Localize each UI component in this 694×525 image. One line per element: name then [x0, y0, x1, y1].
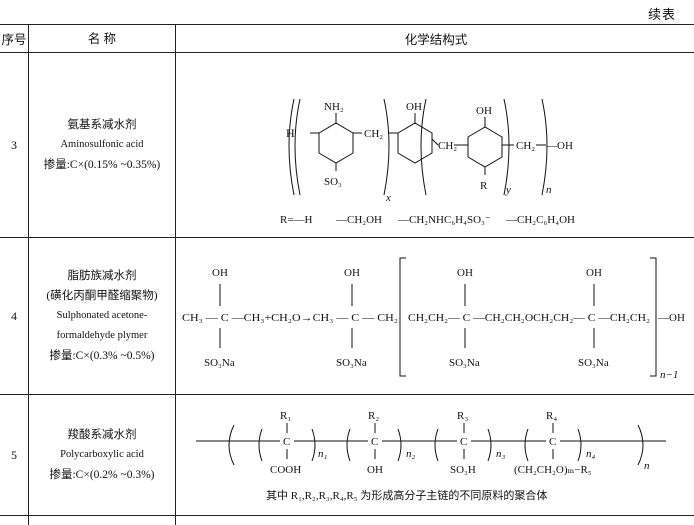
name-en-line2: formaldehyde plymer [29, 326, 175, 346]
bracket-left [400, 258, 406, 376]
col-header-no: 序号 [0, 25, 29, 53]
cooh-group: COOH [270, 464, 301, 476]
col-header-structure: 化学结构式 [176, 25, 694, 53]
name-en: Aminosulfonic acid [29, 135, 175, 155]
name-cn: 羧酸系减水剂 [29, 425, 175, 445]
r2-label: R₂ [368, 410, 379, 422]
name-cell: 脂肪族减水剂 (磺化丙酮甲醛缩聚物) Sulphonated acetone- … [29, 238, 176, 395]
polymer-note: 其中 R₁,R₂,R₃,R₄,R₅ 为形成高分子主链的不同原料的聚合体 [266, 488, 547, 502]
n2-subscript: n₂ [406, 448, 416, 460]
structure-cell: R₁ R₂ R₃ R₄ C C C C COOH OH SO₃H (CH₂CH₂… [176, 395, 694, 516]
structure-cell: OH OH OH OH CH₃ — C —CH₃+CH₂O→CH₃ — C — … [176, 238, 694, 395]
n1-subscript: n₁ [318, 448, 328, 460]
name-en-line1: Sulphonated acetone- [29, 306, 175, 326]
bracket-left-y [421, 99, 426, 195]
oh-group-1: OH [406, 101, 422, 113]
r1-label: R₁ [280, 410, 291, 422]
bracket-left-x [295, 99, 300, 195]
oh-4: OH [586, 267, 602, 279]
oh-2: OH [344, 267, 360, 279]
table-row: 4 脂肪族减水剂 (磺化丙酮甲醛缩聚物) Sulphonated acetone… [0, 238, 694, 395]
polyether-group: (CH₂CH₂O)ₘ−R₅ [514, 464, 592, 476]
acetone-formaldehyde-structure: OH OH OH OH CH₃ — C —CH₃+CH₂O→CH₃ — C — … [176, 238, 694, 394]
row-number: 4 [0, 238, 29, 395]
reaction-left: CH₃ — C —CH₃+CH₂O→CH₃ — C — CH₂ [182, 312, 398, 324]
ch2-bridge-3: CH₂ [516, 140, 535, 152]
n-subscript: n [546, 184, 552, 196]
aminosulfonic-structure: H NH₂ CH₂ SO₃ x OH CH₂ OH CH₂ —OH R y n … [176, 53, 694, 237]
table-row: 5 羧酸系减水剂 Polycarboxylic acid 掺量:C×(0.2% … [0, 395, 694, 516]
ch2-bridge-2: CH₂ [438, 140, 457, 152]
name-cn-detail: (磺化丙酮甲醛缩聚物) [29, 286, 175, 306]
oh-group: OH [367, 464, 383, 476]
col-header-name: 名 称 [29, 25, 176, 53]
r-definition: R=—H [280, 214, 313, 226]
y-subscript: y [505, 184, 511, 196]
n-minus-1-subscript: n−1 [660, 369, 678, 381]
benzene-ring-1 [319, 123, 353, 163]
oh-3: OH [457, 267, 473, 279]
n3-subscript: n₃ [496, 448, 506, 460]
so3na-3: SO₃Na [449, 357, 480, 369]
polycarboxylic-structure: R₁ R₂ R₃ R₄ C C C C COOH OH SO₃H (CH₂CH₂… [176, 395, 694, 515]
dosage: 掺量:C×(0.2% ~0.3%) [29, 465, 175, 485]
bracket-right [650, 258, 656, 376]
r-option-2: —CH₂NHC₆H₄SO₃⁻ [397, 214, 491, 226]
name-cn: 氨基系减水剂 [29, 115, 175, 135]
oh-group-2: OH [476, 105, 492, 117]
r-substituent: R [480, 180, 488, 192]
continued-label: 续表 [648, 4, 676, 23]
carbon-4: C [549, 436, 556, 448]
so3h-group: SO₃H [450, 464, 476, 476]
h-atom: H [286, 126, 295, 140]
table-row: 3 氨基系减水剂 Aminosulfonic acid 掺量:C×(0.15% … [0, 53, 694, 238]
oh-1: OH [212, 267, 228, 279]
carbon-3: C [460, 436, 467, 448]
r-option-3: —CH₂C₆H₄OH [505, 214, 575, 226]
bracket-outer-left [229, 425, 234, 465]
oh-end: —OH [657, 312, 685, 324]
name-cell: 羧酸系减水剂 Polycarboxylic acid 掺量:C×(0.2% ~0… [29, 395, 176, 516]
row-number: 3 [0, 53, 29, 238]
bracket-right-y [504, 99, 509, 195]
benzene-ring-2 [398, 123, 432, 163]
admixture-table: 序号 名 称 化学结构式 3 氨基系减水剂 Aminosulfonic acid… [0, 24, 694, 525]
carbon-2: C [371, 436, 378, 448]
dosage: 掺量:C×(0.15% ~0.35%) [29, 155, 175, 175]
name-cn: 脂肪族减水剂 [29, 266, 175, 286]
bracket-left-outer [289, 99, 294, 195]
carbon-1: C [283, 436, 290, 448]
r-option-1: —CH₂OH [335, 214, 382, 226]
bracket-outer-right [638, 425, 643, 465]
r3-label: R₃ [457, 410, 468, 422]
benzene-ring-3 [468, 127, 502, 167]
so3na-2: SO₃Na [336, 357, 367, 369]
so3na-4: SO₃Na [578, 357, 609, 369]
table-row-partial [0, 516, 694, 525]
ch2-bridge-1: CH₂ [364, 128, 383, 140]
structure-cell: H NH₂ CH₂ SO₃ x OH CH₂ OH CH₂ —OH R y n … [176, 53, 694, 238]
r4-label: R₄ [546, 410, 557, 422]
so3na-1: SO₃Na [204, 357, 235, 369]
x-subscript: x [385, 192, 391, 204]
table-header-row: 序号 名 称 化学结构式 [0, 25, 694, 53]
so3-group: SO₃ [324, 176, 342, 188]
oh-end-group: —OH [545, 140, 573, 152]
nh2-group: NH₂ [324, 101, 344, 113]
n-subscript: n [644, 460, 650, 472]
dosage: 掺量:C×(0.3% ~0.5%) [29, 346, 175, 366]
name-en: Polycarboxylic acid [29, 445, 175, 465]
repeat-unit: CH₂CH₂— C —CH₂CH₂OCH₂CH₂— C —CH₂CH₂ [408, 312, 650, 324]
n4-subscript: n₄ [586, 448, 596, 460]
bracket-right-x [384, 99, 389, 195]
row-number: 5 [0, 395, 29, 516]
name-cell: 氨基系减水剂 Aminosulfonic acid 掺量:C×(0.15% ~0… [29, 53, 176, 238]
